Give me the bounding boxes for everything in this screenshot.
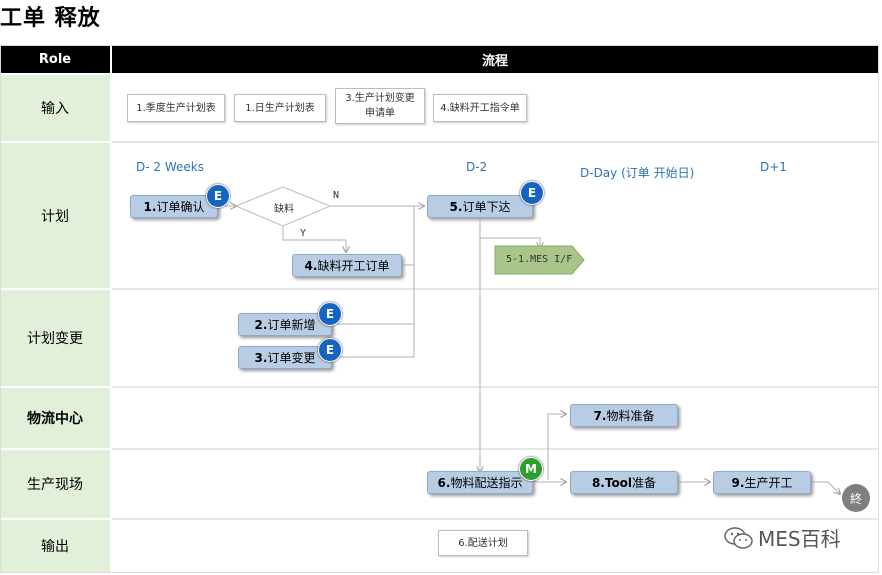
input-doc-daily-plan: 1.日生产计划表 [234, 94, 326, 122]
step-shortage-order-num: 4. [304, 258, 318, 273]
end-terminal: 終 [842, 484, 870, 512]
day-label-d1: D+1 [760, 160, 787, 174]
day-label-dday: D-Day (订单 开始日) [580, 166, 695, 180]
page-title: 工单 释放 [0, 6, 101, 31]
step-production-start-num: 9. [731, 475, 745, 490]
decision-y-label: Y [300, 228, 307, 239]
step-order-add-text: 订单新增 [267, 318, 316, 332]
lane-plan: 计划 [0, 143, 110, 288]
step-order-release-num: 5. [449, 199, 463, 214]
step-tool-prep-num: 8.Tool [591, 475, 633, 490]
lane-logistics-body [112, 388, 878, 448]
step-material-prep-num: 7. [593, 408, 607, 423]
m-badge-icon: M [519, 457, 543, 481]
input-doc-plan-change: 3.生产计划变更 申请单 [335, 88, 425, 124]
step-order-release[interactable]: 5.订单下达 [427, 195, 533, 218]
decision-n-label: N [333, 190, 340, 201]
step-delivery-instruction-text: 物料配送指示 [450, 476, 523, 490]
step-mes-if-label: 5-1.MES I/F [506, 254, 573, 265]
step-order-add[interactable]: 2.订单新增 [238, 313, 332, 336]
step-production-start[interactable]: 9.生产开工 [713, 471, 811, 494]
mes-if-shape [494, 245, 585, 275]
input-doc-quarterly-plan: 1.季度生产计划表 [127, 94, 225, 122]
step-delivery-instruction[interactable]: 6.物料配送指示 [427, 471, 533, 494]
step-order-change-num: 3. [254, 350, 268, 365]
step-order-change-text: 订单变更 [267, 351, 316, 365]
day-label-d2weeks: D- 2 Weeks [136, 160, 204, 174]
step-material-prep-text: 物料准备 [606, 409, 655, 423]
watermark: MES百科 [724, 523, 841, 552]
step-order-add-num: 2. [254, 317, 268, 332]
input-doc-plan-change-line2: 申请单 [365, 108, 395, 119]
header-role: Role [0, 45, 110, 73]
step-material-prep[interactable]: 7.物料准备 [570, 404, 678, 427]
lane-input: 输入 [0, 75, 110, 141]
step-tool-prep-text: 准备 [632, 476, 657, 490]
step-production-start-text: 生产开工 [744, 476, 793, 490]
wechat-icon [724, 526, 753, 549]
lane-output: 输出 [0, 520, 110, 572]
output-doc-delivery-plan: 6.配送计划 [438, 530, 528, 556]
step-delivery-instruction-num: 6. [437, 475, 451, 490]
lane-plan-change-body [112, 290, 878, 386]
step-shortage-order-text: 缺料开工订单 [317, 259, 390, 273]
decision-diamond [234, 186, 332, 227]
step-shortage-order[interactable]: 4.缺料开工订单 [292, 254, 402, 277]
input-doc-shortage-order: 4.缺料开工指令单 [433, 94, 527, 122]
header-process: 流程 [112, 45, 878, 73]
lane-plan-change: 计划变更 [0, 290, 110, 386]
step-order-release-text: 订单下达 [462, 200, 511, 214]
day-label-d2: D-2 [466, 160, 488, 174]
step-order-confirm-num: 1. [143, 199, 157, 214]
e-badge-icon: E [206, 184, 230, 208]
step-order-confirm-text: 订单确认 [156, 200, 205, 214]
e-badge-icon: E [520, 181, 544, 205]
e-badge-icon: E [318, 338, 342, 362]
step-order-change[interactable]: 3.订单变更 [238, 346, 332, 369]
input-doc-plan-change-line1: 3.生产计划变更 [345, 93, 415, 104]
watermark-text: MES百科 [758, 527, 841, 551]
step-order-confirm[interactable]: 1.订单确认 [130, 195, 218, 218]
e-badge-icon: E [318, 302, 342, 326]
lane-production: 生产现场 [0, 450, 110, 518]
decision-label: 缺料 [274, 204, 294, 215]
lane-logistics: 物流中心 [0, 388, 110, 448]
